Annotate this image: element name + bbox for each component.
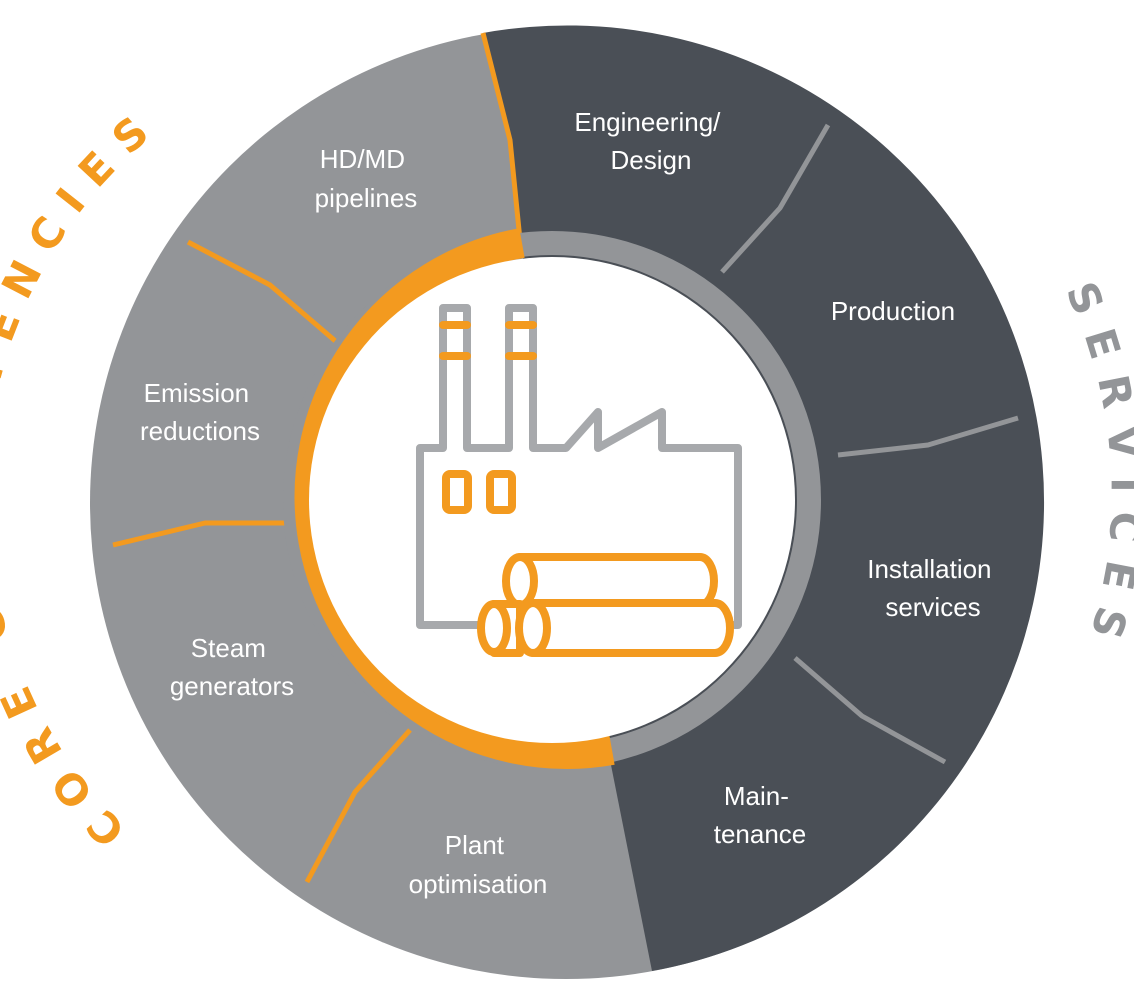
- label-emission-reductions: Emission reductions: [140, 378, 260, 446]
- factory-windows: [442, 470, 516, 514]
- center-disc: [309, 257, 795, 743]
- divider-steam-plant: [304, 728, 412, 884]
- label-production: Production: [831, 296, 955, 326]
- core-dividers: [112, 239, 412, 884]
- factory-outline: [416, 304, 742, 629]
- label-maintenance: Main- tenance: [714, 781, 807, 849]
- factory-with-pipes-icon: [416, 304, 742, 657]
- label-installation-services: Installation services: [867, 554, 999, 622]
- label-engineering-design: Engineering/ Design: [574, 107, 727, 175]
- services-dividers: [720, 123, 1019, 765]
- services-title: SERVICES: [1056, 275, 1134, 661]
- label-plant-optimisation: Plant optimisation: [409, 830, 548, 899]
- divider-engineering-production: [720, 123, 831, 274]
- chimney-bands: [439, 321, 537, 360]
- divider-installation-maintenance: [793, 656, 947, 765]
- divider-pipelines-emission: [186, 239, 342, 347]
- label-steam-generators: Steam generators: [170, 633, 294, 701]
- pipe-stack: [477, 553, 734, 657]
- half-boundary-line: [480, 32, 523, 241]
- divider-emission-steam: [112, 520, 292, 548]
- divider-production-installation: [837, 415, 1019, 458]
- label-hd-md-pipelines: HD/MD pipelines: [315, 144, 418, 213]
